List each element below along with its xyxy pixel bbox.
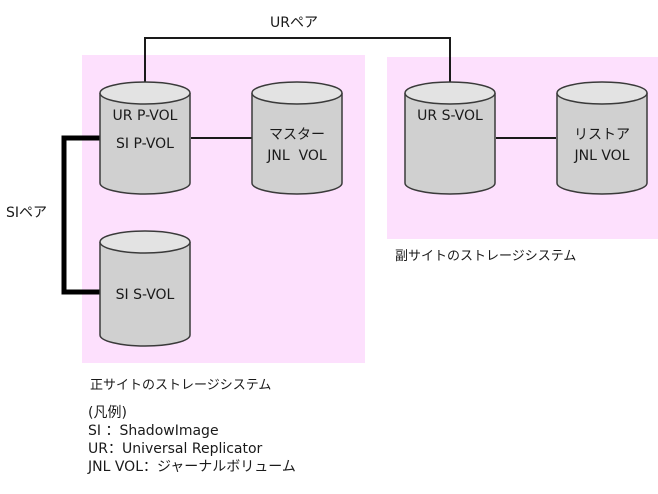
master-jnl-label-line2: JNL VOL [266, 148, 327, 164]
si-pair-label: SIペア [6, 205, 47, 221]
si-svol-label: SI S-VOL [116, 287, 175, 303]
master-jnl-cylinder: マスター JNL VOL [251, 81, 343, 195]
si-pvol-label: SI P-VOL [116, 136, 174, 152]
ur-pair-label: URペア [270, 15, 318, 31]
secondary-site-label: 副サイトのストレージシステム [395, 249, 576, 264]
legend-item-ur: UR：Universal Replicator [88, 441, 263, 457]
primary-site-label: 正サイトのストレージシステム [90, 378, 271, 393]
legend-title: (凡例) [88, 405, 127, 421]
restore-jnl-label-line2: JNL VOL [573, 148, 629, 164]
legend-item-si: SI ：ShadowImage [88, 423, 219, 439]
ur-pvol-label: UR P-VOL [113, 108, 178, 124]
ur-svol-cylinder: UR S-VOL [404, 81, 496, 195]
ur-pair-line [144, 37, 451, 90]
si-pair-line [61, 135, 100, 295]
si-svol-cylinder: SI S-VOL [99, 230, 191, 347]
restore-jnl-label-line1: リストア [574, 127, 630, 143]
legend: (凡例) SI ：ShadowImage UR：Universal Replic… [88, 404, 296, 476]
legend-item-jnl: JNL VOL：ジャーナルボリューム [88, 459, 296, 475]
ur-svol-label: UR S-VOL [417, 108, 483, 124]
master-jnl-label-line1: マスター [269, 127, 325, 143]
ur-pvol-cylinder: UR P-VOL SI P-VOL [99, 81, 191, 195]
restore-jnl-cylinder: リストア JNL VOL [556, 81, 648, 195]
